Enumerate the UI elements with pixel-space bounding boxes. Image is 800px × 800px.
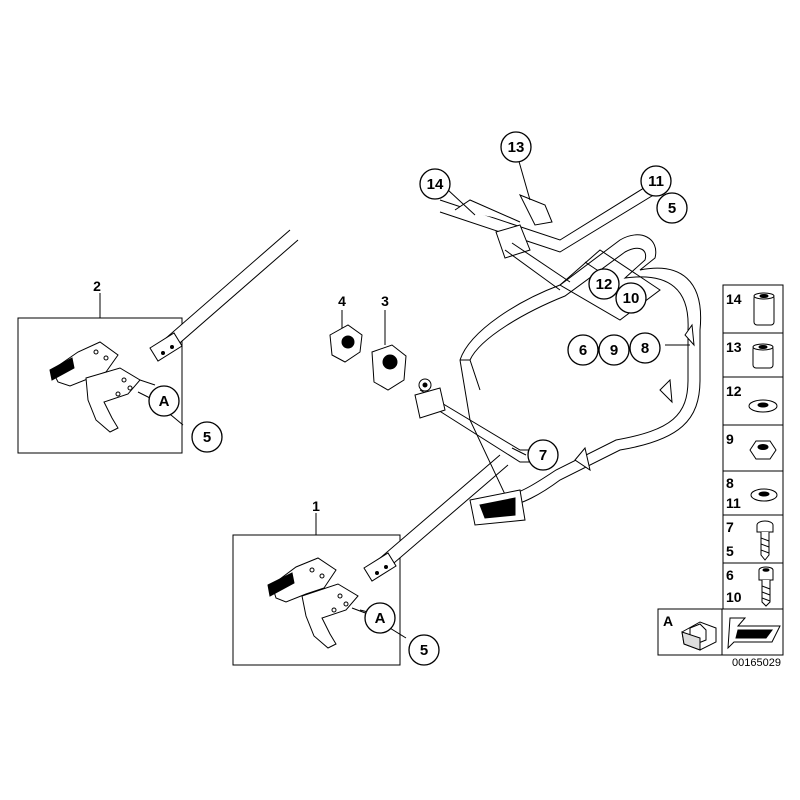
svg-text:12: 12 [596,276,613,293]
part-label-4: 4 [338,293,346,309]
legend-number-7: 7 [726,519,734,535]
legend-number-14: 14 [726,291,742,307]
callout-8: 8 [629,332,661,364]
legend-number-5: 5 [726,543,734,559]
legend-number-12: 12 [726,383,742,399]
detail-box-bottom [232,454,509,666]
svg-text:8: 8 [641,340,649,357]
clip-a-icon [681,621,717,651]
svg-text:5: 5 [420,642,428,659]
legend-number-6: 6 [726,567,734,583]
svg-text:5: 5 [668,200,676,217]
svg-text:6: 6 [579,342,587,359]
legend-number-11: 11 [726,495,741,511]
callout-9: 9 [598,334,630,366]
svg-text:A: A [375,610,386,627]
svg-text:11: 11 [648,173,664,190]
leader-lines [139,157,690,639]
callout-5-left: 5 [191,421,223,453]
tube-bottom [363,454,509,582]
svg-text:13: 13 [508,139,525,156]
callout-14: 14 [419,168,451,200]
svg-text:9: 9 [610,342,618,359]
svg-text:10: 10 [623,290,640,307]
washer-icon [748,399,778,413]
svg-text:7: 7 [539,447,547,464]
short-spacer-sleeve-icon [752,343,774,369]
legend-number-10: 10 [726,589,742,605]
callout-6: 6 [567,334,599,366]
callout-13: 13 [500,131,532,163]
direction-arrow-icon [727,617,781,650]
callout-5-bottom: 5 [408,634,440,666]
callout-11: 11 [640,165,672,197]
pannier-frame [414,177,702,526]
part-label-3: 3 [381,293,389,309]
flat-washer-icon [750,488,778,502]
torx-screw-icon [756,520,774,561]
legend-number-8: 8 [726,475,734,491]
callout-12: 12 [588,268,620,300]
detail-box-left [17,229,299,454]
part-label-1: 1 [312,498,320,514]
tube-left [149,229,299,362]
socket-head-screw-icon [758,566,774,607]
bracket-bottom [267,557,369,649]
reference-code: 00165029 [732,657,781,669]
callout-A-bottom: A [364,602,396,634]
callout-A-left: A [148,385,180,417]
hex-nut-icon [749,440,777,460]
svg-text:14: 14 [427,176,444,193]
svg-text:A: A [159,393,170,410]
callout-7: 7 [527,439,559,471]
tall-spacer-sleeve-icon [753,292,775,326]
legend-number-13: 13 [726,339,742,355]
clamp-part-4 [329,324,363,363]
detail-a-label: A [663,613,673,629]
callout-5-right: 5 [656,192,688,224]
svg-text:5: 5 [203,429,211,446]
legend-number-9: 9 [726,431,734,447]
part-label-2: 2 [93,278,101,294]
callout-10: 10 [615,282,647,314]
bracket-left [49,341,151,433]
clamp-part-3 [371,344,407,391]
